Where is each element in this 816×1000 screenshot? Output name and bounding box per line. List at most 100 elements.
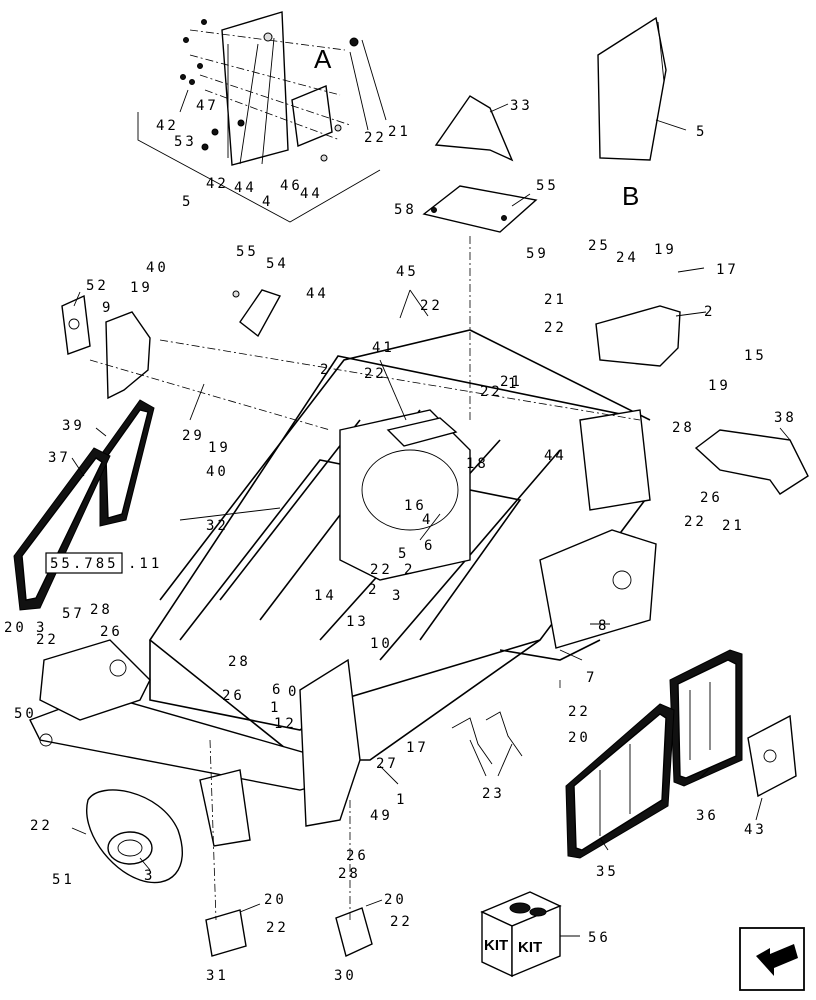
callout-c-19-left: 19 <box>130 280 153 296</box>
next-page-arrow-icon[interactable] <box>739 927 805 991</box>
callout-c-16: 16 <box>404 498 427 514</box>
callout-c-21-top: 21 <box>388 124 411 140</box>
callout-c-22-b1: 22 <box>266 920 289 936</box>
callout-c-52: 52 <box>86 278 109 294</box>
callout-c-44-right: 44 <box>544 448 567 464</box>
part-58-plate <box>422 185 538 233</box>
callout-c-49: 49 <box>370 808 393 824</box>
callout-c-15: 15 <box>744 348 767 364</box>
callout-c-35: 35 <box>596 864 619 880</box>
callout-c-5-right: 5 <box>696 124 707 140</box>
callout-c-20-low: 20 <box>568 730 591 746</box>
callout-c-57: 57 <box>62 606 85 622</box>
part-31-bracket-bottom <box>205 909 247 957</box>
callout-c-22-21: 22 <box>480 384 503 400</box>
part-3-front-hitch <box>39 639 151 721</box>
callout-c-10: 10 <box>370 636 393 652</box>
callout-c-6-low: 6 <box>272 682 283 698</box>
callout-c-1-top: 1 <box>508 376 519 392</box>
part-18-side-panel <box>579 409 651 511</box>
part-31-lower-bracket <box>199 769 251 847</box>
callout-c-22-wheel: 22 <box>30 818 53 834</box>
callout-c-44a: 44 <box>234 180 257 196</box>
callout-c-22-mid2: 22 <box>370 562 393 578</box>
part-8-rear-panel <box>539 529 657 649</box>
callout-c-47: 47 <box>196 98 219 114</box>
callout-c-22-low: 22 <box>568 704 591 720</box>
callout-c-59: 59 <box>526 246 549 262</box>
callout-c-4: 4 <box>262 194 273 210</box>
callout-c-45: 45 <box>396 264 419 280</box>
callout-c-46: 46 <box>280 178 303 194</box>
callout-c-25: 25 <box>588 238 611 254</box>
callout-c-22-left: 22 <box>36 632 59 648</box>
detail-a-bracket-line <box>137 112 381 223</box>
callout-c-17-low: 17 <box>406 740 429 756</box>
callout-c-26-low: 26 <box>346 848 369 864</box>
callout-c-0-low: 0 <box>288 684 299 700</box>
part-33-deflector <box>434 95 514 162</box>
callout-c-13: 13 <box>346 614 369 630</box>
callout-c-5-mid: 5 <box>398 546 409 562</box>
part-41-top-plate <box>386 417 458 447</box>
callout-c-4-mid: 4 <box>422 512 433 528</box>
kit-label-left: KIT <box>484 937 508 954</box>
part-43-plate <box>747 714 797 798</box>
callout-c-26-mid: 26 <box>222 688 245 704</box>
callout-c-21-frame: 21 <box>500 374 523 390</box>
callout-c-1-low2: 1 <box>396 792 407 808</box>
callout-c-12: 12 <box>274 716 297 732</box>
callout-c-37: 37 <box>48 450 71 466</box>
callout-c-53: 53 <box>174 134 197 150</box>
callout-c-28-mid: 28 <box>228 654 251 670</box>
callout-c-26-left: 26 <box>100 624 123 640</box>
callout-c-19-mid: 19 <box>208 440 231 456</box>
view-b-label: B <box>622 181 639 211</box>
part-38-bracket <box>694 429 809 495</box>
callout-c-6-mid: 6 <box>424 538 435 554</box>
callout-c-22-mid: 22 <box>544 320 567 336</box>
callout-c-21-mid: 21 <box>544 292 567 308</box>
callout-c-42b: 42 <box>206 176 229 192</box>
callout-c-9: 9 <box>102 300 113 316</box>
callout-c-40-top: 40 <box>146 260 169 276</box>
callout-c-26-right: 26 <box>700 490 723 506</box>
callout-c-41: 41 <box>372 340 395 356</box>
callout-c-7: 7 <box>586 670 597 686</box>
callout-c-32: 32 <box>206 518 229 534</box>
part-11-hitch-plate <box>299 658 361 827</box>
callout-c-28-left: 28 <box>90 602 113 618</box>
part-9-bracket <box>105 311 151 400</box>
callout-c-2-mid2: 2 <box>368 582 379 598</box>
callout-c-27: 27 <box>376 756 399 772</box>
callout-c-54: 54 <box>266 256 289 272</box>
reference-suffix-text: .11 <box>128 556 162 572</box>
callout-c-40-mid: 40 <box>206 464 229 480</box>
part-30-bracket-bottom <box>335 907 373 957</box>
callout-c-1-low: 1 <box>270 700 281 716</box>
callout-c-51: 51 <box>52 872 75 888</box>
shield-panel-b <box>597 16 667 161</box>
callout-c-55-mid: 55 <box>236 244 259 260</box>
callout-c-24: 24 <box>616 250 639 266</box>
view-a-label: A <box>314 44 332 74</box>
detail-b-group: B <box>597 16 667 211</box>
callout-c-21-r2: 21 <box>722 518 745 534</box>
callout-c-23: 23 <box>482 786 505 802</box>
callout-c-56: 56 <box>588 930 611 946</box>
part-54-cover <box>239 289 282 338</box>
main-frame <box>29 329 657 847</box>
callout-c-31: 31 <box>206 968 229 984</box>
reference-box <box>45 552 123 574</box>
callout-c-29: 29 <box>182 428 205 444</box>
part-56-kit-box: KIT KIT <box>480 891 562 978</box>
callout-c-5-left: 5 <box>182 194 193 210</box>
callout-c-2-frame: 2 <box>320 362 331 378</box>
callout-c-22-b2: 22 <box>390 914 413 930</box>
shield-panel-a <box>221 11 289 166</box>
callout-c-8: 8 <box>598 618 609 634</box>
callout-c-17-top: 17 <box>716 262 739 278</box>
part-23-bracket-b <box>485 711 523 757</box>
callout-c-36: 36 <box>696 808 719 824</box>
callout-c-42a: 42 <box>156 118 179 134</box>
